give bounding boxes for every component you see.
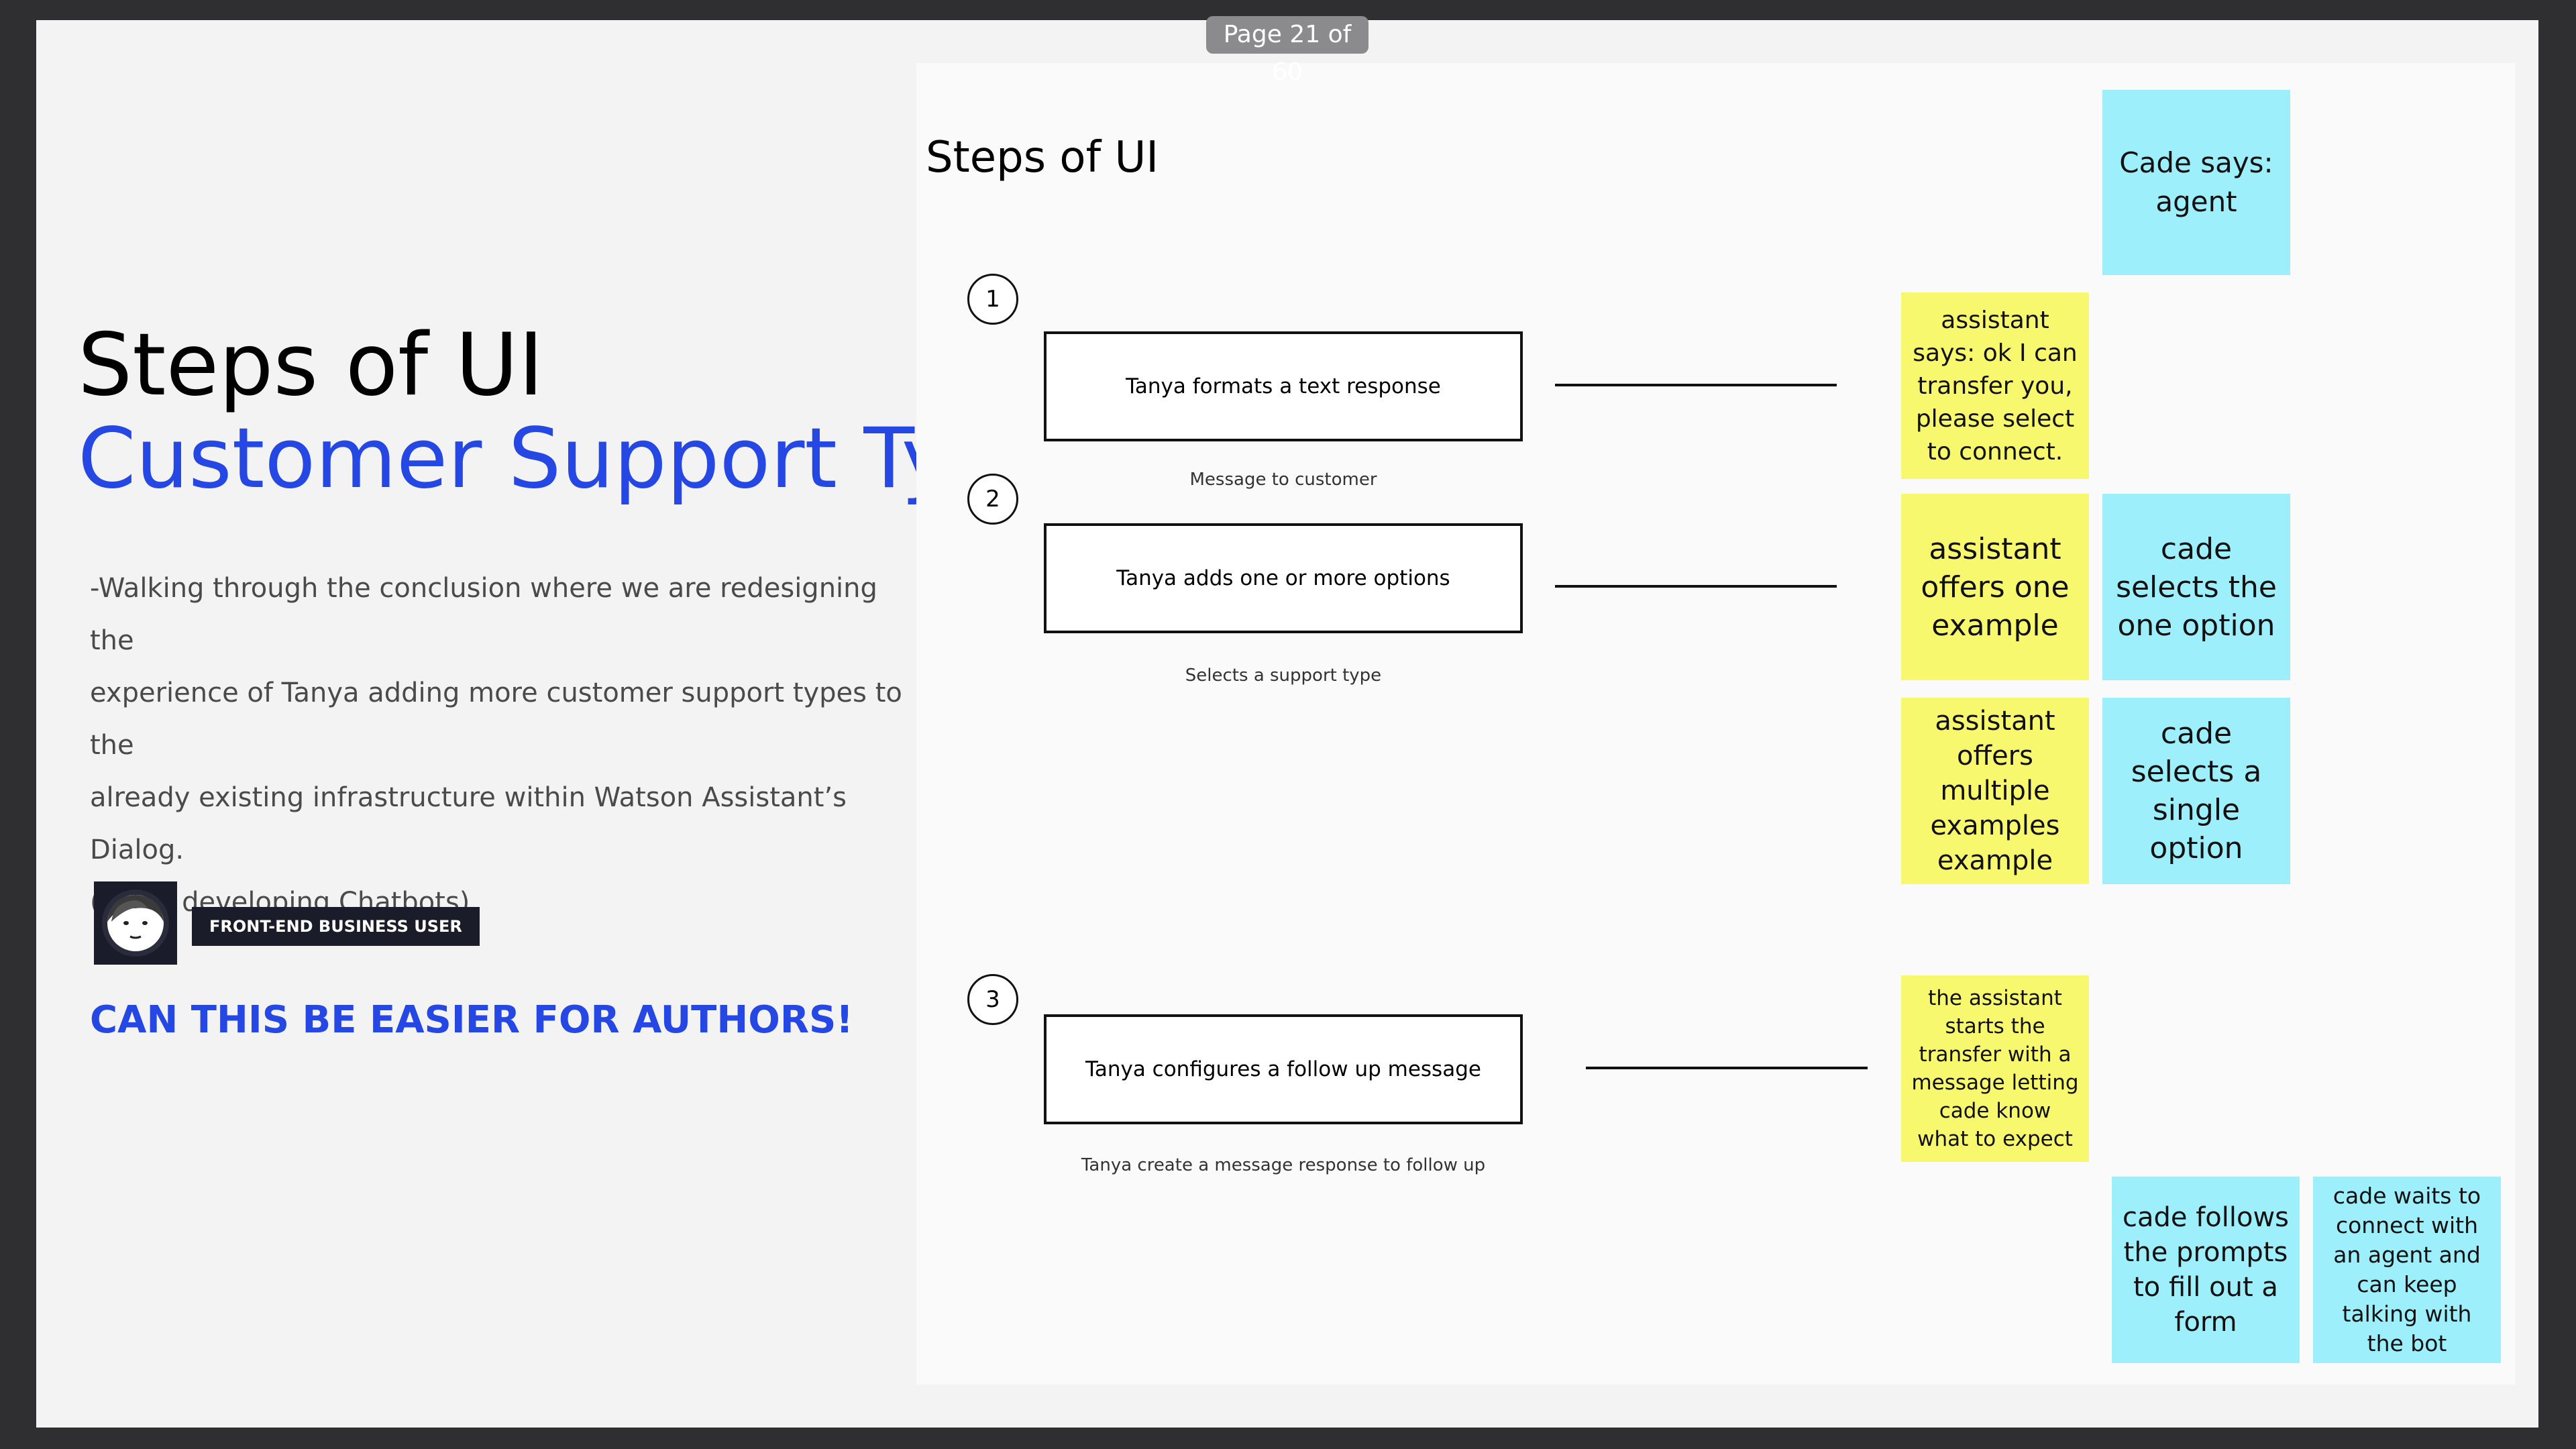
connector-line: [1555, 585, 1837, 588]
sticky-note-cade-follows-prompts: cade follows the prompts to fill out a f…: [2112, 1177, 2300, 1363]
step-box: Tanya adds one or more options: [1044, 523, 1523, 633]
slide: Steps of UI Customer Support Type -Walki…: [36, 20, 2538, 1428]
description-line: experience of Tanya adding more customer…: [90, 678, 902, 761]
connector-line: [1555, 384, 1837, 386]
slide-title: Steps of UI: [78, 315, 544, 415]
step-caption: Tanya create a message response to follo…: [1081, 1155, 1486, 1175]
step-caption: Selects a support type: [1185, 665, 1382, 686]
user-avatar-icon: [94, 881, 177, 965]
step-box: Tanya configures a follow up message: [1044, 1014, 1523, 1124]
connector-line: [1586, 1067, 1868, 1069]
sticky-note-cade-selects-single: cade selects a single option: [2102, 698, 2290, 884]
description-line: -Walking through the conclusion where we…: [90, 573, 877, 656]
step-number: 3: [967, 974, 1018, 1025]
page-indicator: Page 21 of 60: [1206, 16, 1368, 86]
sticky-note-cade-waits: cade waits to connect with an agent and …: [2313, 1177, 2501, 1363]
canvas-title: Steps of UI: [926, 133, 1159, 182]
step-box: Tanya formats a text response: [1044, 331, 1523, 441]
sticky-note-cade-selects-one: cade selects the one option: [2102, 494, 2290, 680]
user-role-badge: FRONT-END BUSINESS USER: [192, 907, 480, 946]
sticky-note-assistant-multiple-examples: assistant offers multiple examples examp…: [1901, 698, 2089, 884]
sticky-note-assistant-one-example: assistant offers one example: [1901, 494, 2089, 680]
sticky-note-cade-says: Cade says: agent: [2102, 90, 2290, 275]
step-number: 2: [967, 474, 1018, 525]
sticky-note-assistant-transfer: assistant says: ok I can transfer you, p…: [1901, 292, 2089, 479]
description-line: already existing infrastructure within W…: [90, 782, 847, 865]
sticky-note-assistant-starts-transfer: the assistant starts the transfer with a…: [1901, 975, 2089, 1162]
step-number: 1: [967, 274, 1018, 325]
call-to-action: CAN THIS BE EASIER FOR AUTHORS!: [90, 998, 853, 1042]
slide-description: -Walking through the conclusion where we…: [90, 562, 928, 928]
slide-subtitle: Customer Support Type: [78, 411, 1055, 507]
step-caption: Message to customer: [1189, 470, 1377, 490]
